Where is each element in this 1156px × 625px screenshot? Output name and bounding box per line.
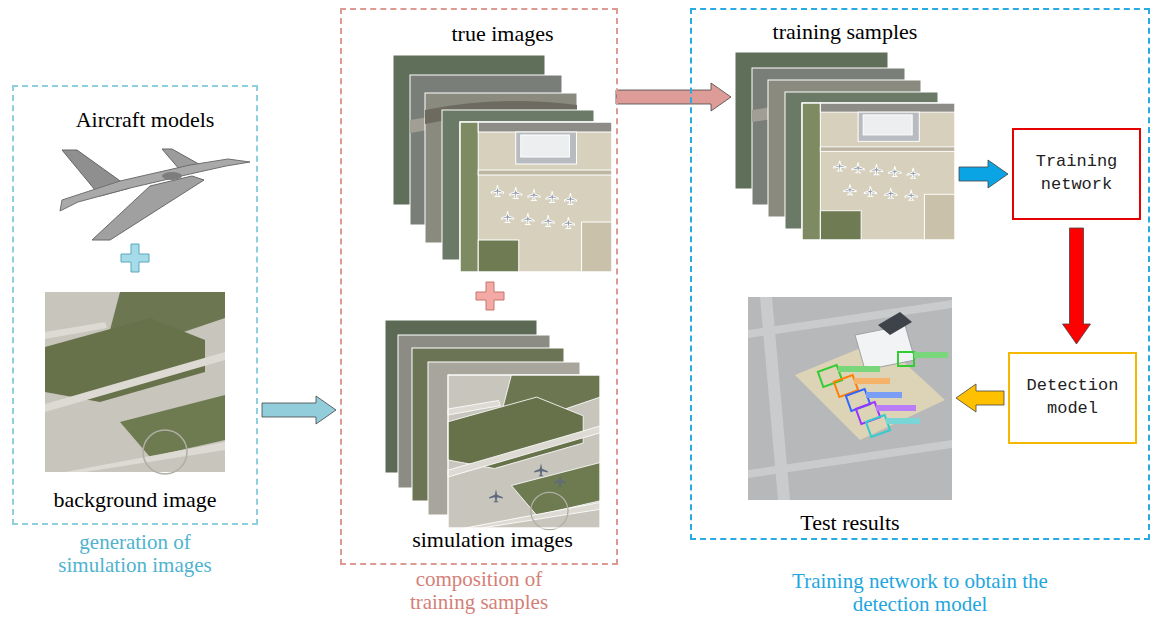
image-panel: background image xyxy=(45,292,225,512)
image-caption: Aircraft models xyxy=(76,108,215,132)
arrow-body xyxy=(616,83,731,111)
group-label: composition of training samples xyxy=(394,568,564,614)
stage-group: generation of simulation imagesAircraft … xyxy=(12,85,258,525)
image-panel: simulation images xyxy=(385,320,600,552)
image-panel: Test results xyxy=(748,297,952,535)
image-panel: Aircraft models xyxy=(40,108,250,245)
block-arrow xyxy=(616,83,731,111)
block-arrow xyxy=(959,160,1008,188)
arrow-body xyxy=(262,396,336,424)
process-box: Detection model xyxy=(1008,352,1137,444)
block-arrow xyxy=(262,396,336,424)
plus-sign xyxy=(476,282,504,310)
block-arrow xyxy=(1063,228,1091,344)
arrow-body xyxy=(959,160,1008,188)
background-image xyxy=(45,292,225,474)
image-caption: training samples xyxy=(773,20,918,44)
image-stack xyxy=(735,52,955,240)
image-panel: training samples xyxy=(735,20,955,240)
image-caption: true images xyxy=(451,22,553,46)
test-result-image xyxy=(748,297,952,500)
node-label: Training network xyxy=(1020,151,1133,197)
image-stack xyxy=(385,320,600,530)
stage-group: Training network to obtain the detection… xyxy=(690,8,1150,540)
jet-intake xyxy=(162,172,182,180)
jet-model xyxy=(60,149,250,240)
jet-lower-wing xyxy=(92,176,204,240)
plus-sign xyxy=(121,244,149,272)
arrow-body xyxy=(956,384,1004,412)
image-panel: true images xyxy=(393,22,612,272)
stage-group: composition of training samplestrue imag… xyxy=(340,8,618,565)
arrow-body xyxy=(1063,228,1091,344)
image-stack xyxy=(393,55,612,272)
group-label: Training network to obtain the detection… xyxy=(789,570,1051,616)
image-caption: simulation images xyxy=(412,528,573,552)
process-box: Training network xyxy=(1012,128,1141,220)
group-label: generation of simulation images xyxy=(45,531,225,577)
node-label: Detection model xyxy=(1016,375,1129,421)
block-arrow xyxy=(956,384,1004,412)
image-caption: Test results xyxy=(800,511,899,535)
image-caption: background image xyxy=(53,488,216,512)
